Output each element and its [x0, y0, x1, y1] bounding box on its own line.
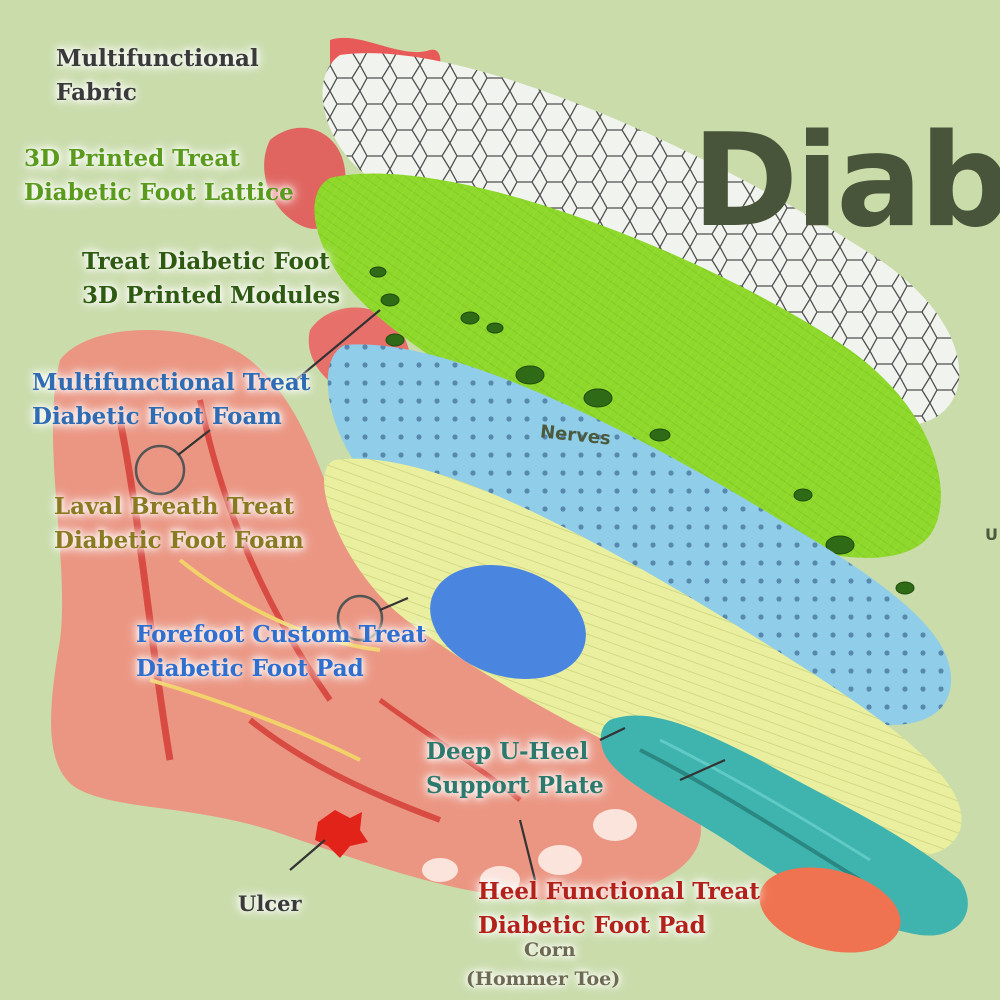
foot-vein: [149, 678, 361, 762]
label-corn-line1: Corn: [524, 939, 576, 961]
label-modules-line1: Treat Diabetic Foot: [82, 248, 330, 275]
label-lattice: 3D Printed Treat Diabetic Foot Lattice: [24, 142, 294, 210]
label-breath-foam: Laval Breath Treat Diabetic Foot Foam: [54, 490, 304, 558]
label-u-heel-line2: Support Plate: [426, 772, 604, 800]
label-corn: Corn (Hommer Toe): [466, 936, 620, 993]
label-forefoot-pad-line2: Diabetic Foot Pad: [136, 655, 364, 683]
label-breath-foam-line1: Laval Breath Treat: [54, 493, 295, 520]
foot-illustration: [51, 330, 701, 900]
label-ulcer-text: Ulcer: [238, 891, 302, 916]
label-heel-pad: Heel Functional Treat Diabetic Foot Pad: [478, 875, 760, 943]
foot-shape: [51, 330, 701, 900]
foam-layer: [327, 344, 952, 726]
magnifier-ring: [336, 594, 384, 642]
forefoot-pad: [430, 565, 586, 679]
breath-foam-layer: [324, 458, 962, 857]
label-fabric-line2: Fabric: [56, 79, 137, 107]
label-forefoot-pad-line1: Forefoot Custom Treat: [136, 621, 427, 648]
label-lattice-line1: 3D Printed Treat: [24, 145, 240, 172]
toe: [422, 858, 458, 882]
label-u-heel-line1: Deep U-Heel: [426, 738, 589, 765]
magnifier-ring: [134, 444, 186, 496]
toe: [593, 809, 637, 841]
background-fragment-u: U: [985, 525, 998, 544]
label-foam: Multifunctional Treat Diabetic Foot Foam: [32, 366, 310, 434]
toe: [480, 866, 520, 894]
background-word: Diab: [692, 107, 1000, 256]
foot-vein: [178, 558, 381, 652]
label-foam-line2: Diabetic Foot Foam: [32, 403, 282, 431]
label-fabric-line1: Multifunctional: [56, 45, 259, 72]
lattice-layer: [314, 173, 941, 558]
toe: [538, 845, 582, 875]
label-corn-line2: (Hommer Toe): [466, 967, 621, 990]
label-heel-pad-line1: Heel Functional Treat: [478, 878, 760, 905]
label-modules: Treat Diabetic Foot 3D Printed Modules: [82, 245, 340, 313]
label-breath-foam-line2: Diabetic Foot Foam: [54, 527, 304, 555]
label-foam-line1: Multifunctional Treat: [32, 369, 311, 396]
ulcer-mark: [315, 810, 368, 858]
label-heel-pad-line2: Diabetic Foot Pad: [478, 912, 706, 940]
foot-vein: [197, 399, 333, 702]
u-heel-plate: [600, 715, 968, 936]
heel-pad: [759, 867, 901, 953]
label-fabric: Multifunctional Fabric: [56, 42, 259, 110]
label-modules-line2: 3D Printed Modules: [82, 282, 341, 310]
foot-vein: [116, 419, 174, 761]
foot-vein: [248, 717, 442, 823]
label-forefoot-pad: Forefoot Custom Treat Diabetic Foot Pad: [136, 618, 426, 686]
label-ulcer: Ulcer: [238, 888, 302, 919]
leader-lines: [177, 309, 726, 881]
label-u-heel: Deep U-Heel Support Plate: [426, 735, 604, 803]
foot-vein: [378, 697, 522, 802]
label-lattice-line2: Diabetic Foot Lattice: [24, 179, 294, 207]
